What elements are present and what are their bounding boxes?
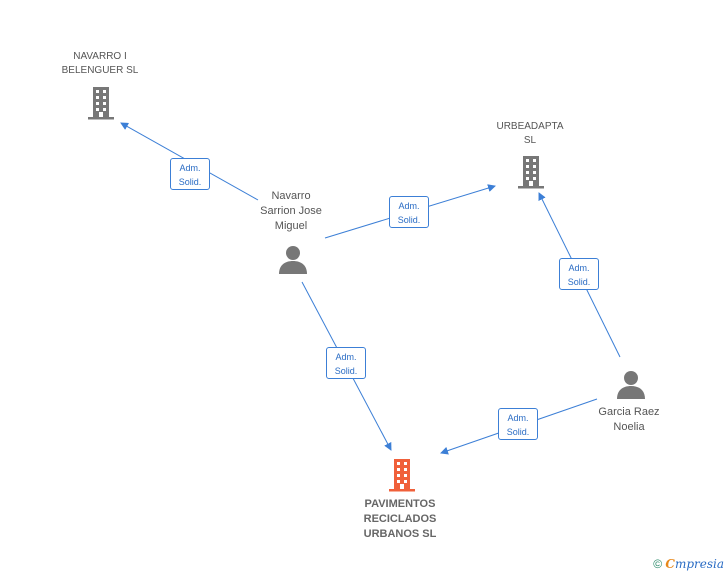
- edge-label-type: Solid.: [178, 177, 202, 187]
- brand-name: mpresia: [674, 557, 724, 571]
- building-icon[interactable]: [86, 86, 116, 120]
- node-label-navarro-sarrion[interactable]: Navarro Sarrion Jose Miguel: [241, 189, 341, 234]
- node-label-line: RECICLADOS: [363, 513, 437, 525]
- node-label-pavimentos[interactable]: PAVIMENTOS RECICLADOS URBANOS SL: [340, 497, 460, 542]
- node-label-urbeadapta[interactable]: URBEADAPTA SL: [480, 120, 580, 148]
- edge-label-navarro-pavimentos[interactable]: Adm. Solid.: [326, 347, 366, 379]
- edge-label-role: Adm.: [568, 263, 590, 273]
- node-label-line: Sarrion Jose: [260, 205, 322, 217]
- node-label-navarro-i-belenguer[interactable]: NAVARRO I BELENGUER SL: [40, 50, 160, 78]
- edge-label-role: Adm.: [507, 413, 529, 423]
- node-label-line: BELENGUER SL: [61, 65, 139, 76]
- node-label-line: NAVARRO I: [73, 51, 127, 62]
- edge-label-garcia-pavimentos[interactable]: Adm. Solid.: [498, 408, 538, 440]
- edge-label-navarro-belenguer[interactable]: Adm. Solid.: [170, 158, 210, 190]
- brand-initial: C: [665, 557, 675, 571]
- edge-label-type: Solid.: [506, 427, 530, 437]
- node-label-line: Miguel: [274, 220, 308, 232]
- edge-label-role: Adm.: [179, 163, 201, 173]
- edge-label-navarro-urbeadapta[interactable]: Adm. Solid.: [389, 196, 429, 228]
- node-label-line: PAVIMENTOS: [364, 498, 436, 510]
- building-icon[interactable]: [516, 155, 546, 189]
- person-icon[interactable]: [616, 370, 646, 400]
- edge-label-type: Solid.: [334, 366, 358, 376]
- main-building-icon[interactable]: [387, 458, 417, 492]
- node-label-line: URBANOS SL: [363, 528, 437, 540]
- brand-logo: Cmpresia: [665, 557, 724, 571]
- copyright-icon: ©: [653, 557, 663, 571]
- node-label-line: Noelia: [613, 421, 645, 433]
- edge-label-role: Adm.: [398, 201, 420, 211]
- edge-label-garcia-urbeadapta[interactable]: Adm. Solid.: [559, 258, 599, 290]
- node-label-line: SL: [523, 135, 537, 146]
- person-icon[interactable]: [278, 245, 308, 275]
- node-label-line: Garcia Raez: [598, 406, 660, 418]
- edge-label-type: Solid.: [567, 277, 591, 287]
- edge-label-role: Adm.: [335, 352, 357, 362]
- edge-label-type: Solid.: [397, 215, 421, 225]
- node-label-garcia-raez[interactable]: Garcia Raez Noelia: [579, 405, 679, 435]
- node-label-line: URBEADAPTA: [496, 121, 564, 132]
- node-label-line: Navarro: [271, 190, 311, 202]
- footer-brand: © Cmpresia: [653, 557, 724, 571]
